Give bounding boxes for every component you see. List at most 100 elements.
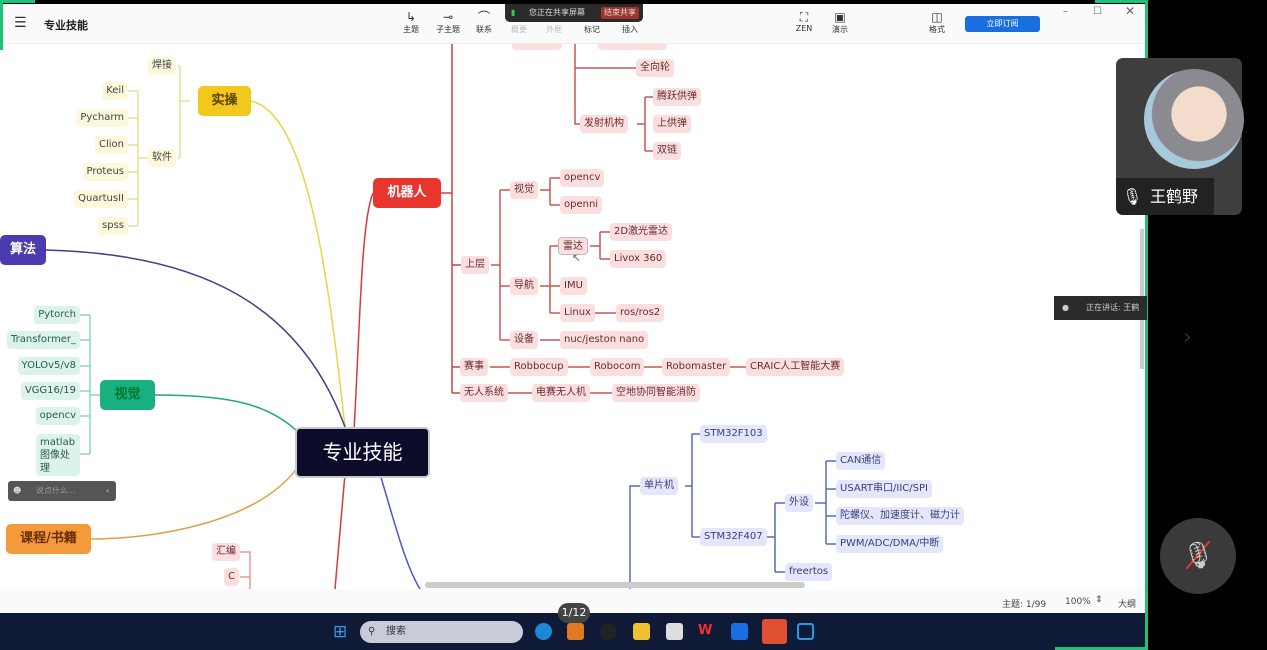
root-topic[interactable]: 专业技能 (295, 427, 430, 478)
node-vision-item[interactable]: VGG16/19 (20, 382, 80, 400)
chevron-right-icon[interactable]: › (1183, 325, 1192, 350)
node-course-item[interactable]: 汇编 (212, 543, 240, 561)
taskbar-search[interactable]: ⚲ 搜索 (360, 621, 523, 643)
branch-shicao[interactable]: 实操 (198, 86, 251, 116)
node-software[interactable]: spss (98, 217, 128, 235)
node-leida-item[interactable]: Livox 360 (610, 250, 667, 268)
zen-button[interactable]: ⛶ZEN (787, 10, 821, 33)
relation-button[interactable]: ⌒联系 (467, 10, 501, 35)
node-software[interactable]: Pycharm (76, 109, 128, 127)
node-wuren[interactable]: 无人系统 (460, 384, 508, 402)
minimize-button[interactable]: – (1063, 6, 1068, 17)
marker-button[interactable]: 标记 (575, 10, 609, 35)
stop-share-button[interactable]: 结束共享 (601, 7, 639, 19)
node-software[interactable]: Proteus (82, 163, 128, 181)
comment-input[interactable]: 说点什么... (36, 486, 76, 495)
branch-suanfa[interactable]: 算法 (0, 235, 46, 265)
node-software[interactable]: Keil (102, 82, 128, 100)
subscribe-button[interactable]: 立即订阅 (965, 16, 1040, 32)
close-button[interactable]: ✕ (1125, 4, 1136, 18)
node-vision-item[interactable]: Pytorch (34, 306, 80, 324)
typora-icon[interactable] (666, 623, 683, 640)
node-vision-item[interactable]: opencv (560, 169, 605, 187)
node-saishi-item[interactable]: Robocom (590, 358, 645, 376)
zoom-level[interactable]: 100% (1065, 597, 1091, 607)
node-shangceng[interactable]: 上层 (461, 256, 489, 274)
node-vision-item[interactable]: openni (560, 196, 603, 214)
branch-shijue[interactable]: 视觉 (100, 380, 155, 410)
summary-button[interactable]: 概要 (502, 10, 536, 35)
xmind-icon[interactable] (762, 619, 787, 644)
node-software[interactable]: Clion (95, 136, 128, 154)
matlab-icon[interactable] (567, 623, 584, 640)
node-software[interactable]: QuartusII (74, 190, 128, 208)
format-button[interactable]: ◫格式 (920, 10, 954, 35)
node-partial[interactable] (635, 44, 667, 50)
share-border (1145, 0, 1148, 650)
windows-start-icon[interactable]: ⊞ (333, 622, 348, 642)
node-waishe-item[interactable]: PWM/ADC/DMA/中断 (836, 535, 944, 553)
node-vision-item[interactable]: YOLOv5/v8 (17, 357, 80, 375)
edge-icon[interactable] (535, 623, 552, 640)
horizontal-scrollbar[interactable] (425, 582, 805, 588)
present-button[interactable]: ▣演示 (823, 10, 857, 35)
qq-icon[interactable] (600, 623, 617, 640)
insert-button[interactable]: 插入 (613, 10, 647, 35)
node-vision-item[interactable]: Transformer_ (6, 331, 80, 349)
zoom-stepper-icon[interactable]: ⇕ (1095, 595, 1103, 605)
meeting-app-icon[interactable] (797, 623, 814, 640)
node-course-item[interactable]: C (224, 568, 239, 586)
node-saishi-item[interactable]: Robomaster (662, 358, 731, 376)
node-hanjie[interactable]: 焊接 (148, 57, 176, 75)
node-vision-item[interactable]: matlab 图像处理 (36, 434, 80, 476)
node-ros[interactable]: ros/ros2 (616, 304, 665, 322)
branch-robot[interactable]: 机器人 (373, 178, 441, 208)
wps-icon[interactable]: W (698, 623, 713, 638)
node-waishe-item[interactable]: 陀螺仪、加速度计、磁力计 (836, 507, 964, 525)
participant-tile[interactable]: 🎙 王鹤野 (1116, 58, 1244, 215)
node-freertos[interactable]: freertos (785, 563, 833, 581)
node-leida-item[interactable]: 2D激光雷达 (610, 223, 673, 241)
node-fashe-item[interactable]: 双链 (653, 142, 681, 160)
boundary-button[interactable]: 外框 (537, 10, 571, 35)
node-imu[interactable]: IMU (560, 277, 587, 295)
mute-toggle-button[interactable]: 🎙 (1160, 518, 1236, 594)
node-vision-item[interactable]: opencv (35, 407, 80, 425)
mindmap-canvas[interactable]: 实操 焊接 软件 Keil Pycharm Clion Proteus Quar… (0, 44, 1147, 589)
node-mcu[interactable]: 单片机 (640, 477, 678, 495)
node-waishe[interactable]: 外设 (785, 494, 813, 512)
emoji-icon[interactable]: ☻ (13, 486, 22, 495)
node-fashe-item[interactable]: 上供弹 (653, 115, 691, 133)
node-quanxianglun[interactable]: 全向轮 (636, 59, 674, 77)
collapse-icon[interactable]: ‹ (106, 486, 110, 495)
node-vision[interactable]: 视觉 (510, 181, 538, 199)
node-saishi[interactable]: 赛事 (460, 358, 488, 376)
node-ruanjian[interactable]: 软件 (148, 149, 176, 167)
node-leida[interactable]: 雷达 (558, 237, 588, 255)
node-device-item[interactable]: nuc/jeston nano (560, 331, 649, 349)
node-waishe-item[interactable]: CAN通信 (836, 452, 886, 470)
node-waishe-item[interactable]: USART串口/IIC/SPI (836, 480, 932, 498)
file-explorer-icon[interactable] (633, 623, 650, 640)
subtopic-button[interactable]: ⊸子主题 (431, 10, 465, 35)
node-partial[interactable] (512, 44, 562, 50)
node-saishi-item[interactable]: CRAIC人工智能大赛 (746, 358, 845, 376)
node-device[interactable]: 设备 (510, 331, 538, 349)
topic-button[interactable]: ↳主题 (394, 10, 428, 35)
node-fashe[interactable]: 发射机构 (580, 115, 628, 133)
node-fashe-item[interactable]: 腾跃供弹 (653, 88, 701, 106)
outline-button[interactable]: 大纲 (1118, 600, 1137, 610)
node-nav[interactable]: 导航 (510, 277, 538, 295)
branch-kecheng[interactable]: 课程/书籍 (6, 524, 91, 554)
node-wuren-item[interactable]: 电赛无人机 (532, 384, 590, 402)
node-linux[interactable]: Linux (560, 304, 595, 322)
node-wuren-item[interactable]: 空地协同智能消防 (612, 384, 700, 402)
mindmap-app: ☰ 专业技能 ↳主题 ⊸子主题 ⌒联系 概要 外框 标记 插入 ⛶ZEN ▣演示… (0, 4, 1147, 613)
node-f407[interactable]: STM32F407 (700, 528, 767, 546)
node-f103[interactable]: STM32F103 (700, 425, 767, 443)
node-partial[interactable] (598, 44, 638, 50)
maximize-button[interactable]: ☐ (1093, 6, 1102, 17)
node-saishi-item[interactable]: Robbocup (510, 358, 568, 376)
menu-icon[interactable]: ☰ (14, 15, 27, 31)
app-icon[interactable] (731, 623, 748, 640)
